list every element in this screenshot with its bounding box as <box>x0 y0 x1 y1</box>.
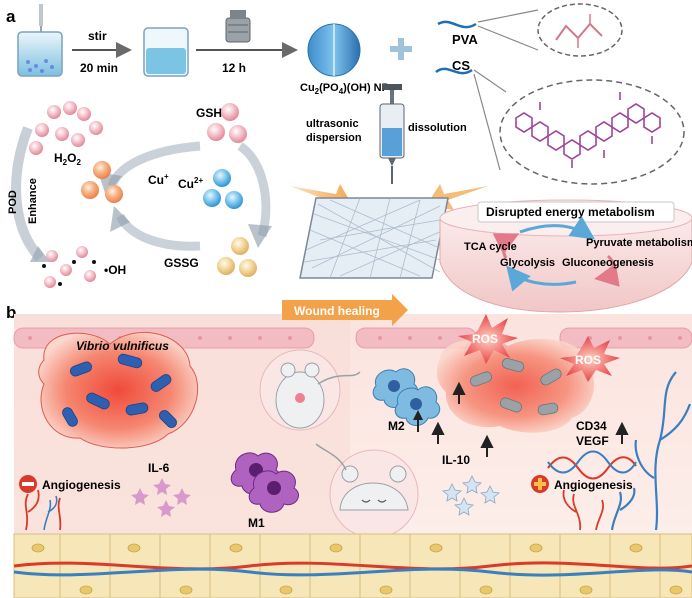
pva-label: PVA <box>452 32 478 47</box>
stir-label: stir <box>88 29 107 43</box>
il10-cytokines <box>442 475 500 516</box>
blood-vessels-right <box>610 371 692 531</box>
method-label-2: dispersion <box>306 132 362 144</box>
pod-arrow <box>11 126 44 262</box>
wound-healing-arrow: Wound healing <box>282 294 408 326</box>
gsh-molecules <box>207 103 247 143</box>
reaction-time-label: 12 h <box>222 61 246 75</box>
metabolism-title: Disrupted energy metabolism <box>486 205 655 219</box>
gluconeogenesis-label: Gluconeogenesis <box>562 257 654 269</box>
beaker-with-pipette-icon <box>17 4 63 77</box>
pva-strand <box>437 20 477 29</box>
autoclave-icon <box>225 10 251 43</box>
bacteria-label: Vibrio vulnificus <box>76 339 169 353</box>
metabolism-title-box: Disrupted energy metabolism <box>477 201 675 223</box>
dna-helix-icon <box>547 450 637 480</box>
stir-time-label: 20 min <box>80 61 118 75</box>
redox-cycle-arrows <box>98 141 272 251</box>
gsh-label: GSH <box>196 106 222 120</box>
cu-plus-particles <box>81 161 123 203</box>
m1-label: M1 <box>248 516 265 530</box>
h2o2-molecules <box>29 101 103 155</box>
pva-structure-bubble <box>537 3 623 57</box>
infected-mouse-icon <box>259 349 361 431</box>
minus-icon <box>19 475 37 493</box>
ros-burst-2: ROS <box>560 336 620 382</box>
beaker-icon <box>143 27 189 77</box>
cs-label: CS <box>452 58 470 73</box>
healed-mouse-icon <box>315 443 419 539</box>
product-label: Cu2(PO4)(OH) NPs <box>300 82 395 96</box>
method-label-3: dissolution <box>408 122 467 134</box>
m2-label: M2 <box>388 419 405 433</box>
nanofiber-dressing <box>299 197 449 279</box>
pyruvate-label: Pyruvate metabolism <box>586 237 692 249</box>
pod-label: POD <box>7 190 19 214</box>
tca-cycle-label: TCA cycle <box>464 241 517 253</box>
h2o2-label: H2O2 <box>54 151 81 167</box>
ros-label-2: ROS <box>575 353 601 367</box>
blood-vessels-red <box>24 489 604 531</box>
m1-macrophages <box>230 452 299 513</box>
infected-wound <box>38 331 199 449</box>
ros-label-1: ROS <box>472 332 498 346</box>
enhance-label: Enhance <box>27 178 39 224</box>
method-label-1: ultrasonic <box>306 118 359 130</box>
cu2-plus-particles <box>203 169 243 209</box>
plus-circle-icon <box>531 475 549 493</box>
up-arrows <box>431 381 629 457</box>
wound-healing-label: Wound healing <box>294 304 380 318</box>
angiogenesis-plus-label: Angiogenesis <box>554 478 633 492</box>
chitosan-structure <box>515 92 661 168</box>
blood-vessels-left <box>43 495 58 531</box>
panel-b-label: b <box>6 303 16 322</box>
glycolysis-label: Glycolysis <box>500 257 555 269</box>
syringe-icon <box>379 84 405 184</box>
angiogenesis-minus-label: Angiogenesis <box>42 478 121 492</box>
cu-plus-label: Cu+ <box>148 172 169 187</box>
il10-label: IL-10 <box>442 453 470 467</box>
healing-wound <box>436 338 595 433</box>
il6-label: IL-6 <box>148 461 170 475</box>
gssg-molecules <box>217 237 257 277</box>
cs-strand <box>435 67 473 75</box>
cu2-plus-label: Cu2+ <box>178 176 203 191</box>
cs-structure-bubble <box>499 79 685 185</box>
m2-macrophages <box>372 368 441 426</box>
oh-radical-label: •OH <box>104 263 126 277</box>
gssg-label: GSSG <box>164 256 199 270</box>
ros-burst-1: ROS <box>458 314 518 364</box>
il6-cytokines <box>131 478 191 517</box>
panel-a-label: a <box>6 7 16 26</box>
plus-icon <box>390 38 412 60</box>
cd34-label: CD34 <box>576 419 607 433</box>
hydroxyl-radicals <box>42 246 96 288</box>
vegf-label: VEGF <box>576 434 609 448</box>
dermal-tissue <box>13 533 692 598</box>
